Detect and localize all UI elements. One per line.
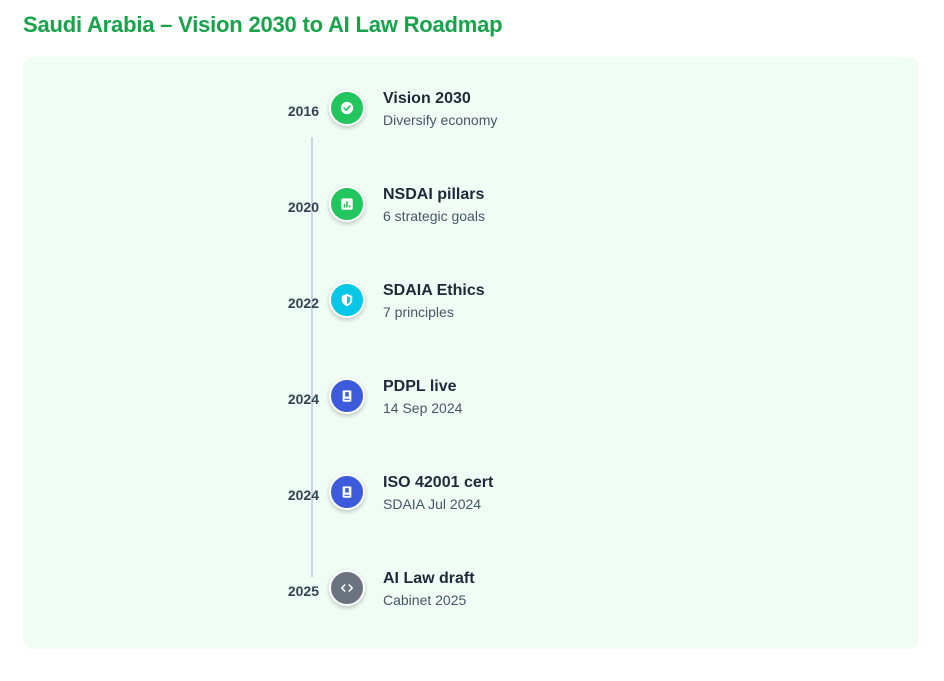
milestone-2024-iso-42001: 2024 ISO 42001 cert SDAIA Jul 2024 (23, 474, 919, 534)
milestone-subtitle: 14 Sep 2024 (383, 400, 463, 416)
milestone-subtitle: SDAIA Jul 2024 (383, 496, 482, 512)
milestone-subtitle: Cabinet 2025 (383, 592, 467, 608)
milestone-2016-vision-2030: 2016 Vision 2030 Diversify economy (23, 90, 919, 150)
book-icon (340, 389, 354, 403)
milestone-title: Vision 2030 (383, 90, 471, 107)
timeline-line (311, 137, 313, 577)
book-icon (340, 485, 354, 499)
milestone-2020-nsdai-pillars: 2020 NSDAI pillars 6 strategic goals (23, 186, 919, 246)
milestone-title: AI Law draft (383, 570, 475, 587)
milestone-node (329, 378, 365, 414)
milestone-title: SDAIA Ethics (383, 282, 485, 299)
roadmap-panel: 2016 Vision 2030 Diversify economy 2020 … (23, 57, 919, 649)
milestone-2025-ai-law-draft: 2025 AI Law draft Cabinet 2025 (23, 570, 919, 630)
milestone-2022-sdaia-ethics: 2022 SDAIA Ethics 7 principles (23, 282, 919, 342)
page-title: Saudi Arabia – Vision 2030 to AI Law Roa… (23, 12, 503, 37)
milestone-year: 2024 (287, 391, 319, 407)
milestone-year: 2022 (287, 295, 319, 311)
bar-chart-icon (340, 197, 354, 211)
milestone-year: 2016 (287, 103, 319, 119)
milestone-subtitle: 7 principles (383, 304, 454, 320)
milestone-title: PDPL live (383, 378, 457, 395)
milestone-2024-pdpl-live: 2024 PDPL live 14 Sep 2024 (23, 378, 919, 438)
milestone-title: ISO 42001 cert (383, 474, 494, 491)
milestone-node (329, 282, 365, 318)
milestone-year: 2025 (287, 583, 319, 599)
milestone-node (329, 570, 365, 606)
milestone-node (329, 90, 365, 126)
code-icon (340, 581, 354, 595)
milestone-subtitle: 6 strategic goals (383, 208, 485, 224)
milestone-title: NSDAI pillars (383, 186, 485, 203)
milestone-node (329, 186, 365, 222)
milestone-node (329, 474, 365, 510)
milestone-subtitle: Diversify economy (383, 112, 498, 128)
milestone-year: 2024 (287, 487, 319, 503)
shield-icon (340, 293, 354, 307)
check-circle-icon (340, 101, 354, 115)
milestone-year: 2020 (287, 199, 319, 215)
